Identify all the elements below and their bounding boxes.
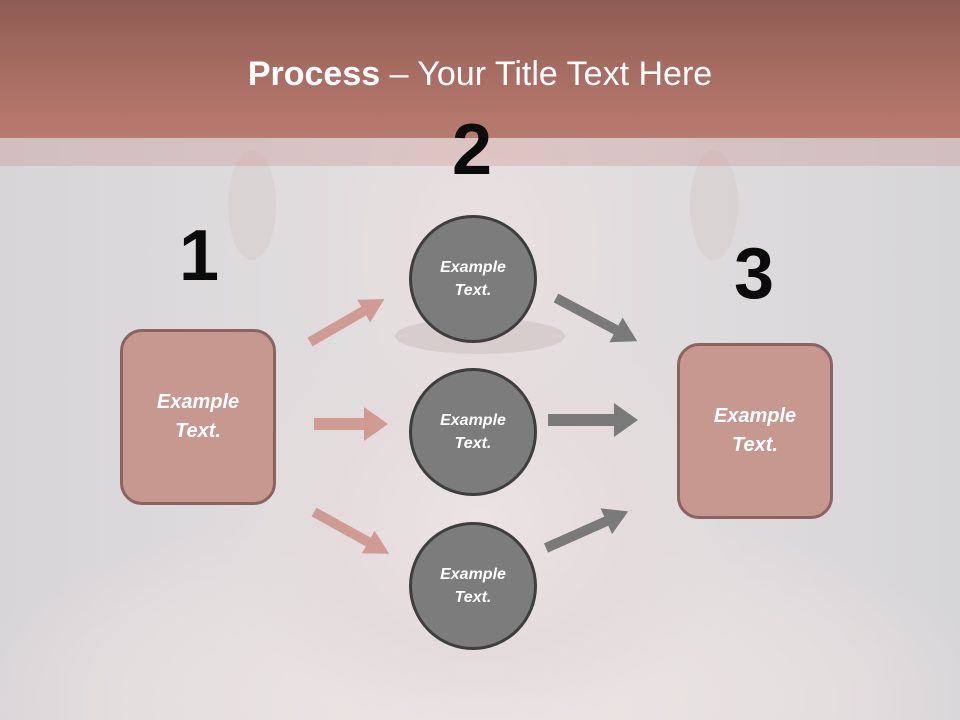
background-ear-right	[690, 150, 738, 260]
right-box-line2: Text.	[732, 434, 778, 456]
left-box-line2: Text.	[175, 420, 221, 442]
circle-top: Example Text.	[409, 215, 537, 343]
circle-bottom-line1: Example	[440, 566, 506, 583]
arrow-left-to-middle	[314, 407, 388, 441]
slide-title: Process – Your Title Text Here	[0, 52, 960, 96]
arrow-bottom-to-right	[543, 508, 629, 553]
right-box: Example Text.	[677, 343, 833, 519]
arrow-left-to-bottom	[311, 507, 390, 554]
left-box: Example Text.	[120, 329, 276, 505]
circle-middle: Example Text.	[409, 368, 537, 496]
title-bar	[0, 0, 960, 138]
circle-top-line2: Text.	[454, 282, 492, 299]
title-bar-band	[0, 138, 960, 166]
circle-middle-line2: Text.	[454, 435, 492, 452]
step-number-2: 2	[451, 110, 493, 190]
arrow-middle-to-right	[548, 403, 638, 437]
circle-top-line1: Example	[440, 259, 506, 276]
circle-bottom: Example Text.	[409, 522, 537, 650]
slide-title-rest: – Your Title Text Here	[380, 55, 713, 93]
arrow-top-to-right	[553, 293, 638, 343]
background-ear-left	[228, 150, 276, 260]
step-number-3: 3	[733, 234, 775, 314]
right-box-line1: Example	[713, 405, 797, 427]
circle-bottom-line2: Text.	[454, 589, 492, 606]
left-box-line1: Example	[156, 391, 240, 413]
step-number-1: 1	[178, 216, 220, 296]
slide-title-bold: Process	[247, 55, 381, 93]
circle-middle-line1: Example	[440, 412, 506, 429]
arrow-left-to-top	[307, 299, 385, 347]
